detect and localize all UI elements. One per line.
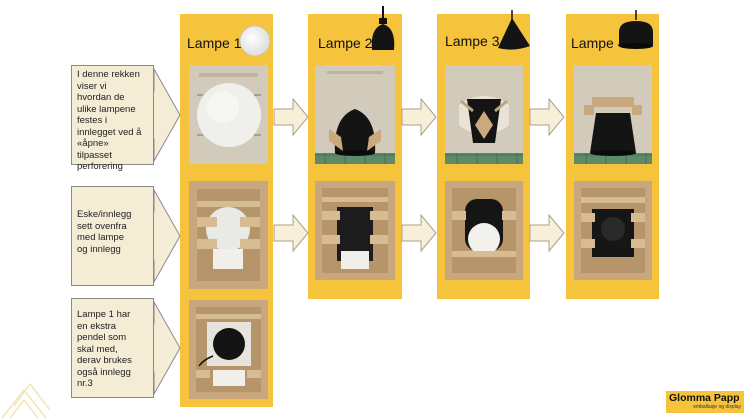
note-1-line: viser vi xyxy=(77,80,107,92)
brand-name: Glomma Papp xyxy=(669,392,740,404)
note-3-line: skal med, xyxy=(77,343,118,355)
corner-decoration-icon xyxy=(1,382,51,419)
note-1-line: innlegget ved å xyxy=(77,126,142,138)
note-1-line: perforering xyxy=(77,161,123,172)
row-2-arrow-3 xyxy=(529,213,565,253)
glomma-papp-logo: Glomma Papp emballasje og display xyxy=(666,391,744,413)
note-3-line: nr.3 xyxy=(77,378,93,389)
lamp-2-box-top-photo xyxy=(315,181,395,280)
lamp-4-title: Lampe 4 xyxy=(571,35,626,51)
lamp-1-title: Lampe 1 xyxy=(187,35,242,51)
lamp-1-box-top-photo xyxy=(189,181,268,289)
note-1-line: ulike lampene xyxy=(77,103,136,115)
row-1-arrow-1 xyxy=(273,97,309,137)
note-2-line: sett ovenfra xyxy=(77,220,127,232)
round-globe-lamp-icon xyxy=(239,25,271,57)
row-2-arrow-2 xyxy=(401,213,437,253)
row-2-arrow-1 xyxy=(273,213,309,253)
brand-tagline: emballasje og display xyxy=(693,404,741,410)
note-2-line: med lampe xyxy=(77,232,124,243)
row-1-arrow-2 xyxy=(401,97,437,137)
row-1-arrow-3 xyxy=(529,97,565,137)
note-1: I denne rekken viser vi hvordan de ulike… xyxy=(71,65,154,172)
lamp-3-title: Lampe 3 xyxy=(445,33,500,49)
note-2: Eske/innlegg sett ovenfra med lampe og i… xyxy=(71,186,154,286)
black-cone-pendant-icon xyxy=(498,10,530,50)
note-1-line: hvordan de xyxy=(77,92,125,103)
note-3: Lampe 1 har en ekstra pendel som skal me… xyxy=(71,298,154,398)
note-3-line: Lampe 1 har xyxy=(77,309,131,320)
note-3-line: pendel som xyxy=(77,332,127,343)
lamp-2-insert-photo xyxy=(315,65,395,164)
lamp-3-box-top-photo xyxy=(445,181,523,280)
note-1-line: festes i xyxy=(77,115,108,126)
black-dome-pendant-icon xyxy=(371,6,395,50)
lamp-1-extra-pendant-photo xyxy=(189,300,268,399)
lamp-3-insert-photo xyxy=(445,65,523,164)
note-1-line: tilpasset xyxy=(77,149,112,161)
note-3-line: derav brukes xyxy=(77,355,132,366)
note-3-line: en ekstra xyxy=(77,320,117,332)
black-wide-drum-pendant-icon xyxy=(619,10,653,49)
note-1-line: I denne rekken xyxy=(77,69,140,80)
lamp-4-insert-photo xyxy=(574,65,652,164)
lamp-1-insert-photo xyxy=(189,65,268,164)
note-1-line: «åpne» xyxy=(77,138,109,149)
note-3-line: også innlegg xyxy=(77,366,131,378)
lamp-4-box-top-photo xyxy=(574,181,652,280)
lamp-2-title: Lampe 2 xyxy=(318,35,373,51)
note-2-line: og innlegg xyxy=(77,243,121,255)
note-2-line: Eske/innlegg xyxy=(77,209,132,220)
